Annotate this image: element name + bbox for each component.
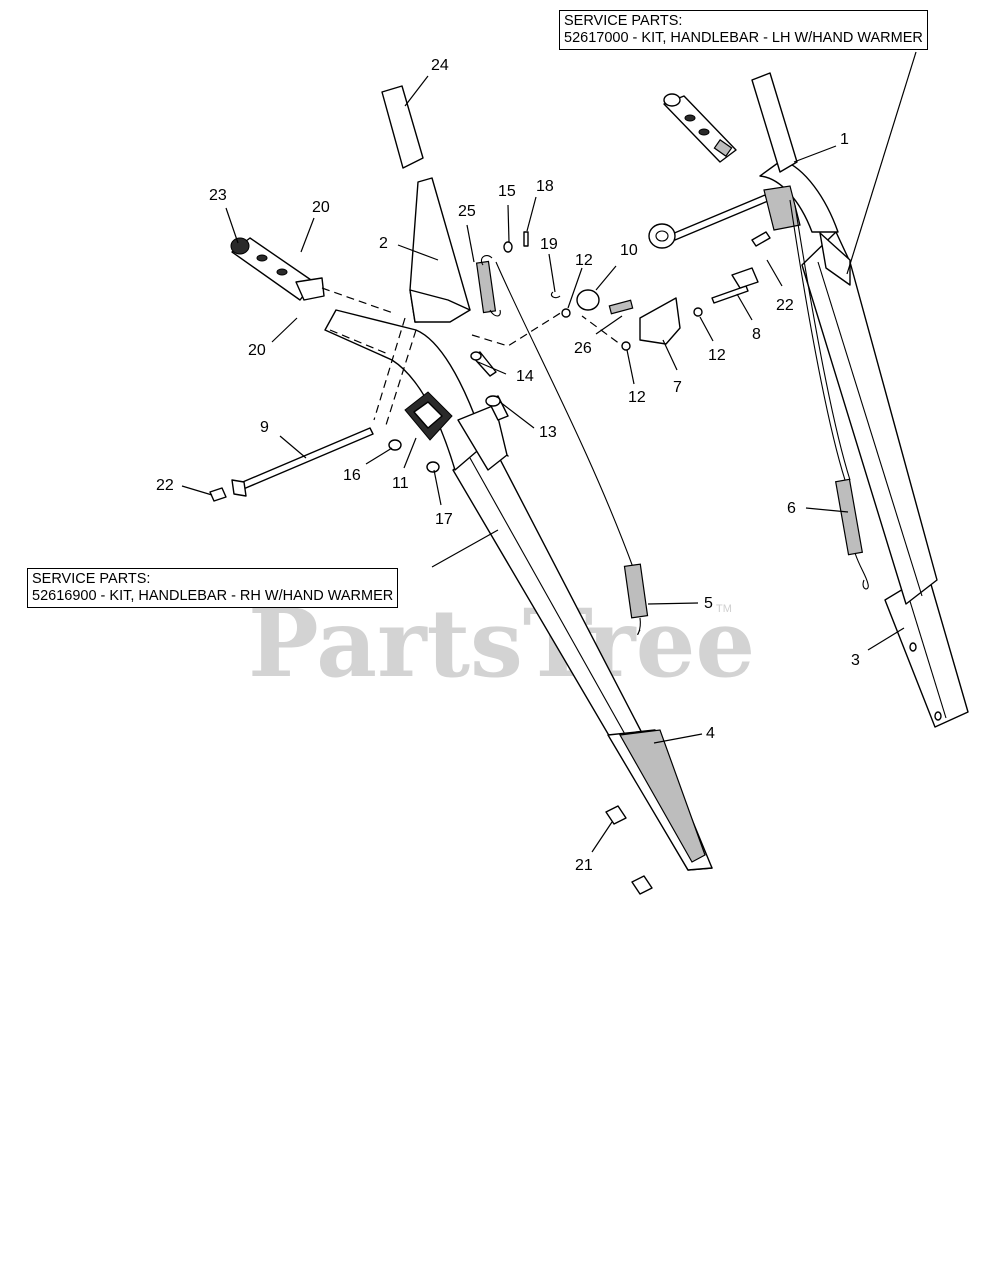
callout-3: 3	[851, 652, 860, 669]
callout-25: 25	[458, 203, 476, 220]
service-parts-box-lh: SERVICE PARTS: 52617000 - KIT, HANDLEBAR…	[559, 10, 928, 50]
callout-5: 5	[704, 595, 713, 612]
service-parts-kit-rh: 52616900 - KIT, HANDLEBAR - RH W/HAND WA…	[32, 588, 394, 604]
spring-26	[608, 299, 634, 315]
upper-tube-lh	[801, 231, 938, 605]
nut-16	[388, 439, 402, 451]
callout-20b: 20	[248, 342, 266, 359]
grip-cover-24	[381, 85, 424, 169]
grip-cover-lh	[751, 72, 798, 173]
callout-4: 4	[706, 725, 715, 742]
callout-18: 18	[536, 178, 554, 195]
callout-24: 24	[431, 57, 449, 74]
callout-2: 2	[379, 235, 388, 252]
callout-9: 9	[260, 419, 269, 436]
callout-22a: 22	[776, 297, 794, 314]
callout-12c: 12	[628, 389, 646, 406]
service-parts-heading-lh: SERVICE PARTS:	[564, 13, 683, 29]
watermark-tm: TM	[716, 603, 732, 615]
service-parts-heading-rh: SERVICE PARTS:	[32, 571, 151, 587]
knob-10	[576, 289, 600, 311]
bolt-21b	[631, 875, 653, 895]
callout-17: 17	[435, 511, 453, 528]
knob-lh	[648, 223, 676, 249]
bracket-7	[639, 297, 681, 345]
spring-5	[623, 563, 649, 619]
callout-14: 14	[516, 368, 534, 385]
lower-tube-lh	[884, 573, 969, 728]
callout-7: 7	[673, 379, 682, 396]
callout-22b: 22	[156, 477, 174, 494]
callout-1: 1	[840, 131, 849, 148]
callout-13: 13	[539, 424, 557, 441]
callout-leaders	[181, 51, 917, 853]
callout-labels: 24 1 23 20 2 25 15 18 19 12 10 22 8 26 1…	[156, 57, 860, 874]
rh-handlebar-assembly	[209, 85, 759, 895]
callout-6: 6	[787, 500, 796, 517]
callout-12a: 12	[575, 252, 593, 269]
spring-6	[834, 478, 864, 556]
bolt-21a	[605, 805, 627, 825]
shaft-8	[711, 285, 749, 304]
callout-12b: 12	[708, 347, 726, 364]
callout-11: 11	[392, 475, 409, 492]
spring-25	[475, 260, 497, 314]
callout-15: 15	[498, 183, 516, 200]
service-parts-kit-lh: 52617000 - KIT, HANDLEBAR - LH W/HAND WA…	[564, 30, 923, 46]
callout-21: 21	[575, 857, 593, 874]
callout-26: 26	[574, 340, 592, 357]
lh-handlebar-assembly	[648, 72, 969, 728]
callout-8: 8	[752, 326, 761, 343]
service-parts-box-rh: SERVICE PARTS: 52616900 - KIT, HANDLEBAR…	[27, 568, 399, 608]
callout-20a: 20	[312, 199, 330, 216]
callout-23: 23	[209, 187, 227, 204]
callout-16: 16	[343, 467, 361, 484]
nut-17	[426, 461, 440, 473]
callout-10: 10	[620, 242, 638, 259]
callout-19: 19	[540, 236, 558, 253]
